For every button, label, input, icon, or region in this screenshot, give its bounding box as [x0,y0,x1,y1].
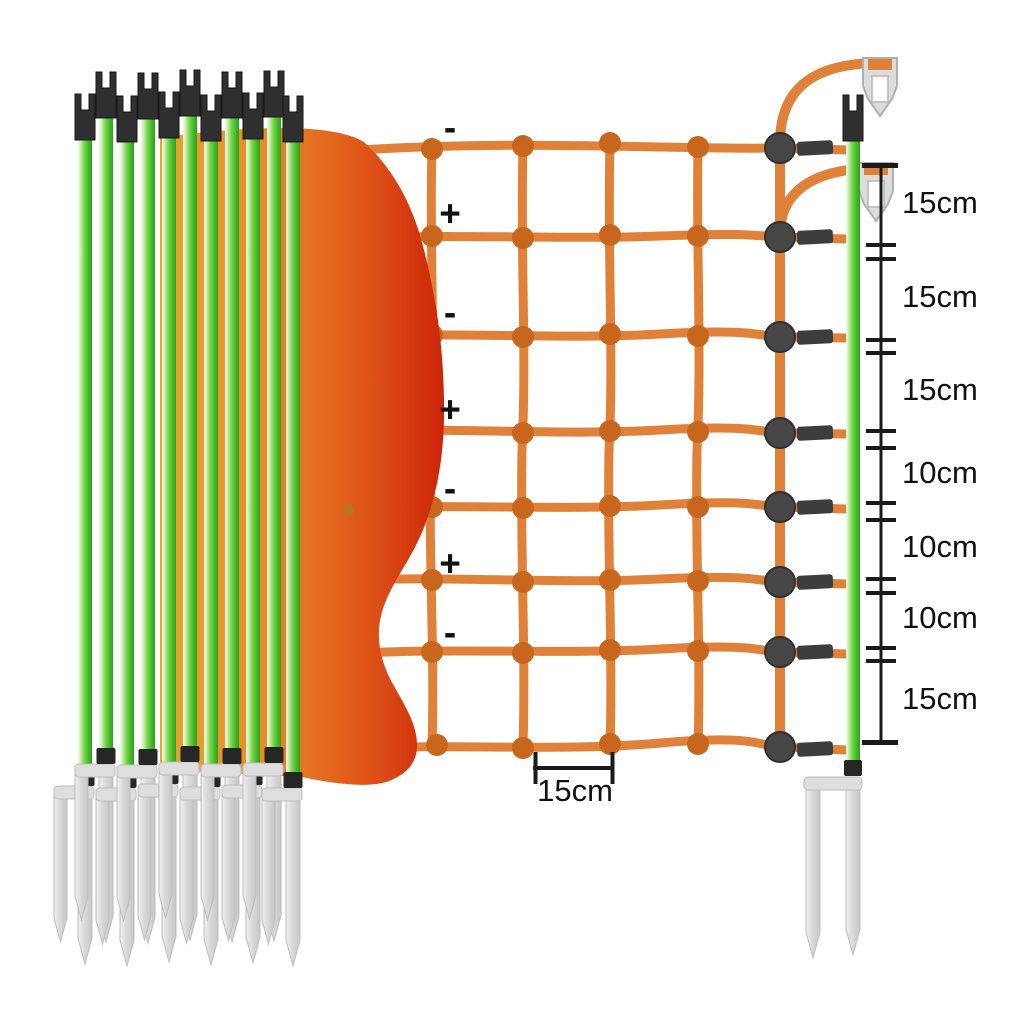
post-cap [842,94,864,142]
ground-stake [805,778,821,960]
anchor-peg [858,162,894,222]
spacing-label: 10cm [902,529,978,564]
post-rod [846,138,860,764]
spacing-label: 15cm [902,372,978,407]
spacing-label: 15cm [902,185,978,220]
net-roll [160,128,445,785]
wire-sign: - [444,468,456,509]
wire-signs: - + - + - + - [439,107,461,653]
wire-sign: - [444,107,456,148]
wire-sign: - [444,612,456,653]
end-post [803,94,864,960]
mesh-width-label: 15cm [537,773,613,808]
spacing-label: 10cm [902,455,978,490]
mesh-width-measure: 15cm [533,752,615,808]
wire-sign: + [439,389,461,430]
anchor-peg [862,57,898,117]
spacing-label: 10cm [902,600,978,635]
wire-sign: + [439,193,461,234]
wire-sign: - [444,292,456,333]
spacing-ruler: 15cm 15cm 15cm 10cm 10cm 10cm 15cm [862,163,978,745]
spacing-label: 15cm [902,279,978,314]
ground-stake [845,778,861,957]
roll-knot-dot [342,504,354,516]
wire-sign: + [439,543,461,584]
spacing-label: 15cm [902,681,978,716]
end-strand-connectors [764,132,796,763]
wire-clips [796,140,834,757]
